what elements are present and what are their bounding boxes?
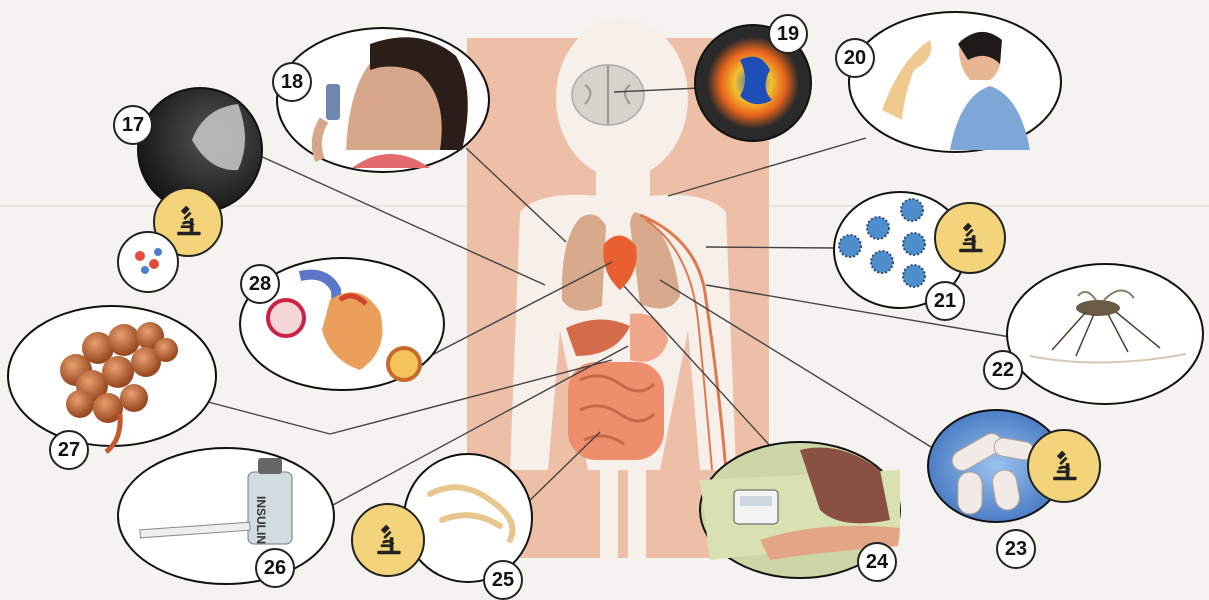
callout-23-bacteria [928, 410, 1100, 522]
label-24: 24 [857, 542, 897, 582]
callout-26-insulin [118, 448, 334, 584]
intestines [568, 362, 664, 460]
artery-cross-section [268, 300, 304, 336]
label-25: 25 [483, 560, 523, 600]
blocked-artery-cross-section [388, 348, 420, 380]
label-17: 17 [113, 105, 153, 145]
cell-inset-17 [118, 232, 178, 292]
label-21: 21 [925, 281, 965, 321]
mosquito-icon [1076, 300, 1120, 316]
label-19: 19 [768, 14, 808, 54]
callout-27-liver-tissue [8, 306, 216, 452]
callout-18-asthma [277, 28, 489, 172]
callout-22-mosquito [1007, 264, 1203, 404]
label-23: 23 [996, 529, 1036, 569]
leader-27-a [208, 402, 330, 434]
inhaler-icon [326, 84, 340, 120]
label-27: 27 [49, 430, 89, 470]
leader-21 [706, 247, 836, 248]
callout-21-viruses [834, 192, 1005, 308]
label-28: 28 [240, 264, 280, 304]
label-20: 20 [835, 38, 875, 78]
blood-pressure-monitor-icon [734, 490, 778, 524]
insulin-bottle-label: INSULIN [254, 496, 268, 544]
label-22: 22 [983, 350, 1023, 390]
callout-20-joint-pain [849, 12, 1061, 152]
brain [572, 65, 644, 125]
label-26: 26 [255, 548, 295, 588]
label-18: 18 [272, 62, 312, 102]
